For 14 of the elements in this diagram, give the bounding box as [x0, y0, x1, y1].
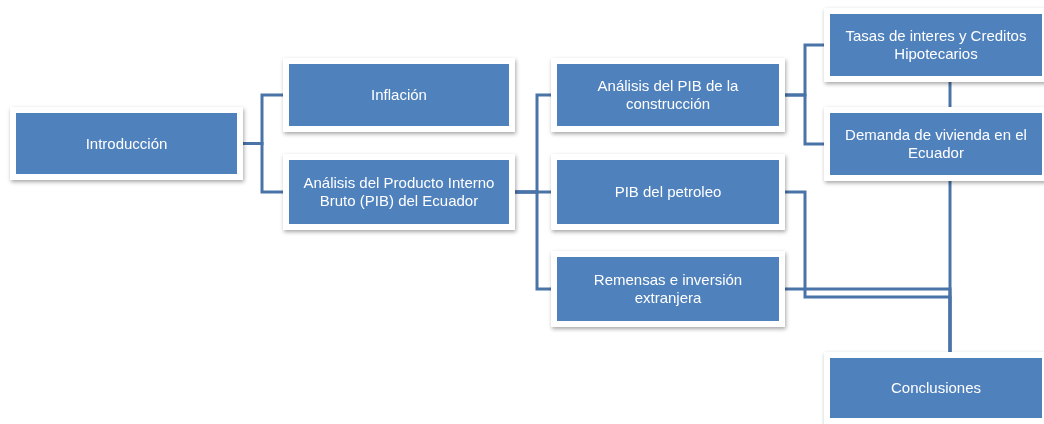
connector-line [515, 190, 551, 291]
topic-label: Análisis del PIB de la construcción [596, 77, 740, 113]
connector-line [785, 93, 824, 146]
topic-label: Demanda de vivienda en el Ecuador [844, 126, 1028, 162]
topic-label: Análisis del Producto Interno Bruto (PIB) del Ecuador [302, 174, 496, 210]
topic-label: PIB del petroleo [614, 183, 722, 201]
topic-label: Inflación [371, 86, 427, 104]
topic-label: Conclusiones [890, 379, 982, 397]
topic-label: Remensas e inversión extranjera [592, 271, 744, 307]
connector-line [243, 142, 283, 194]
connector-line [948, 181, 952, 352]
connector-line [948, 82, 952, 107]
topic-label: Tasas de interes y Creditos Hipotecarios [844, 27, 1028, 63]
topic-label: Introducción [85, 134, 168, 153]
